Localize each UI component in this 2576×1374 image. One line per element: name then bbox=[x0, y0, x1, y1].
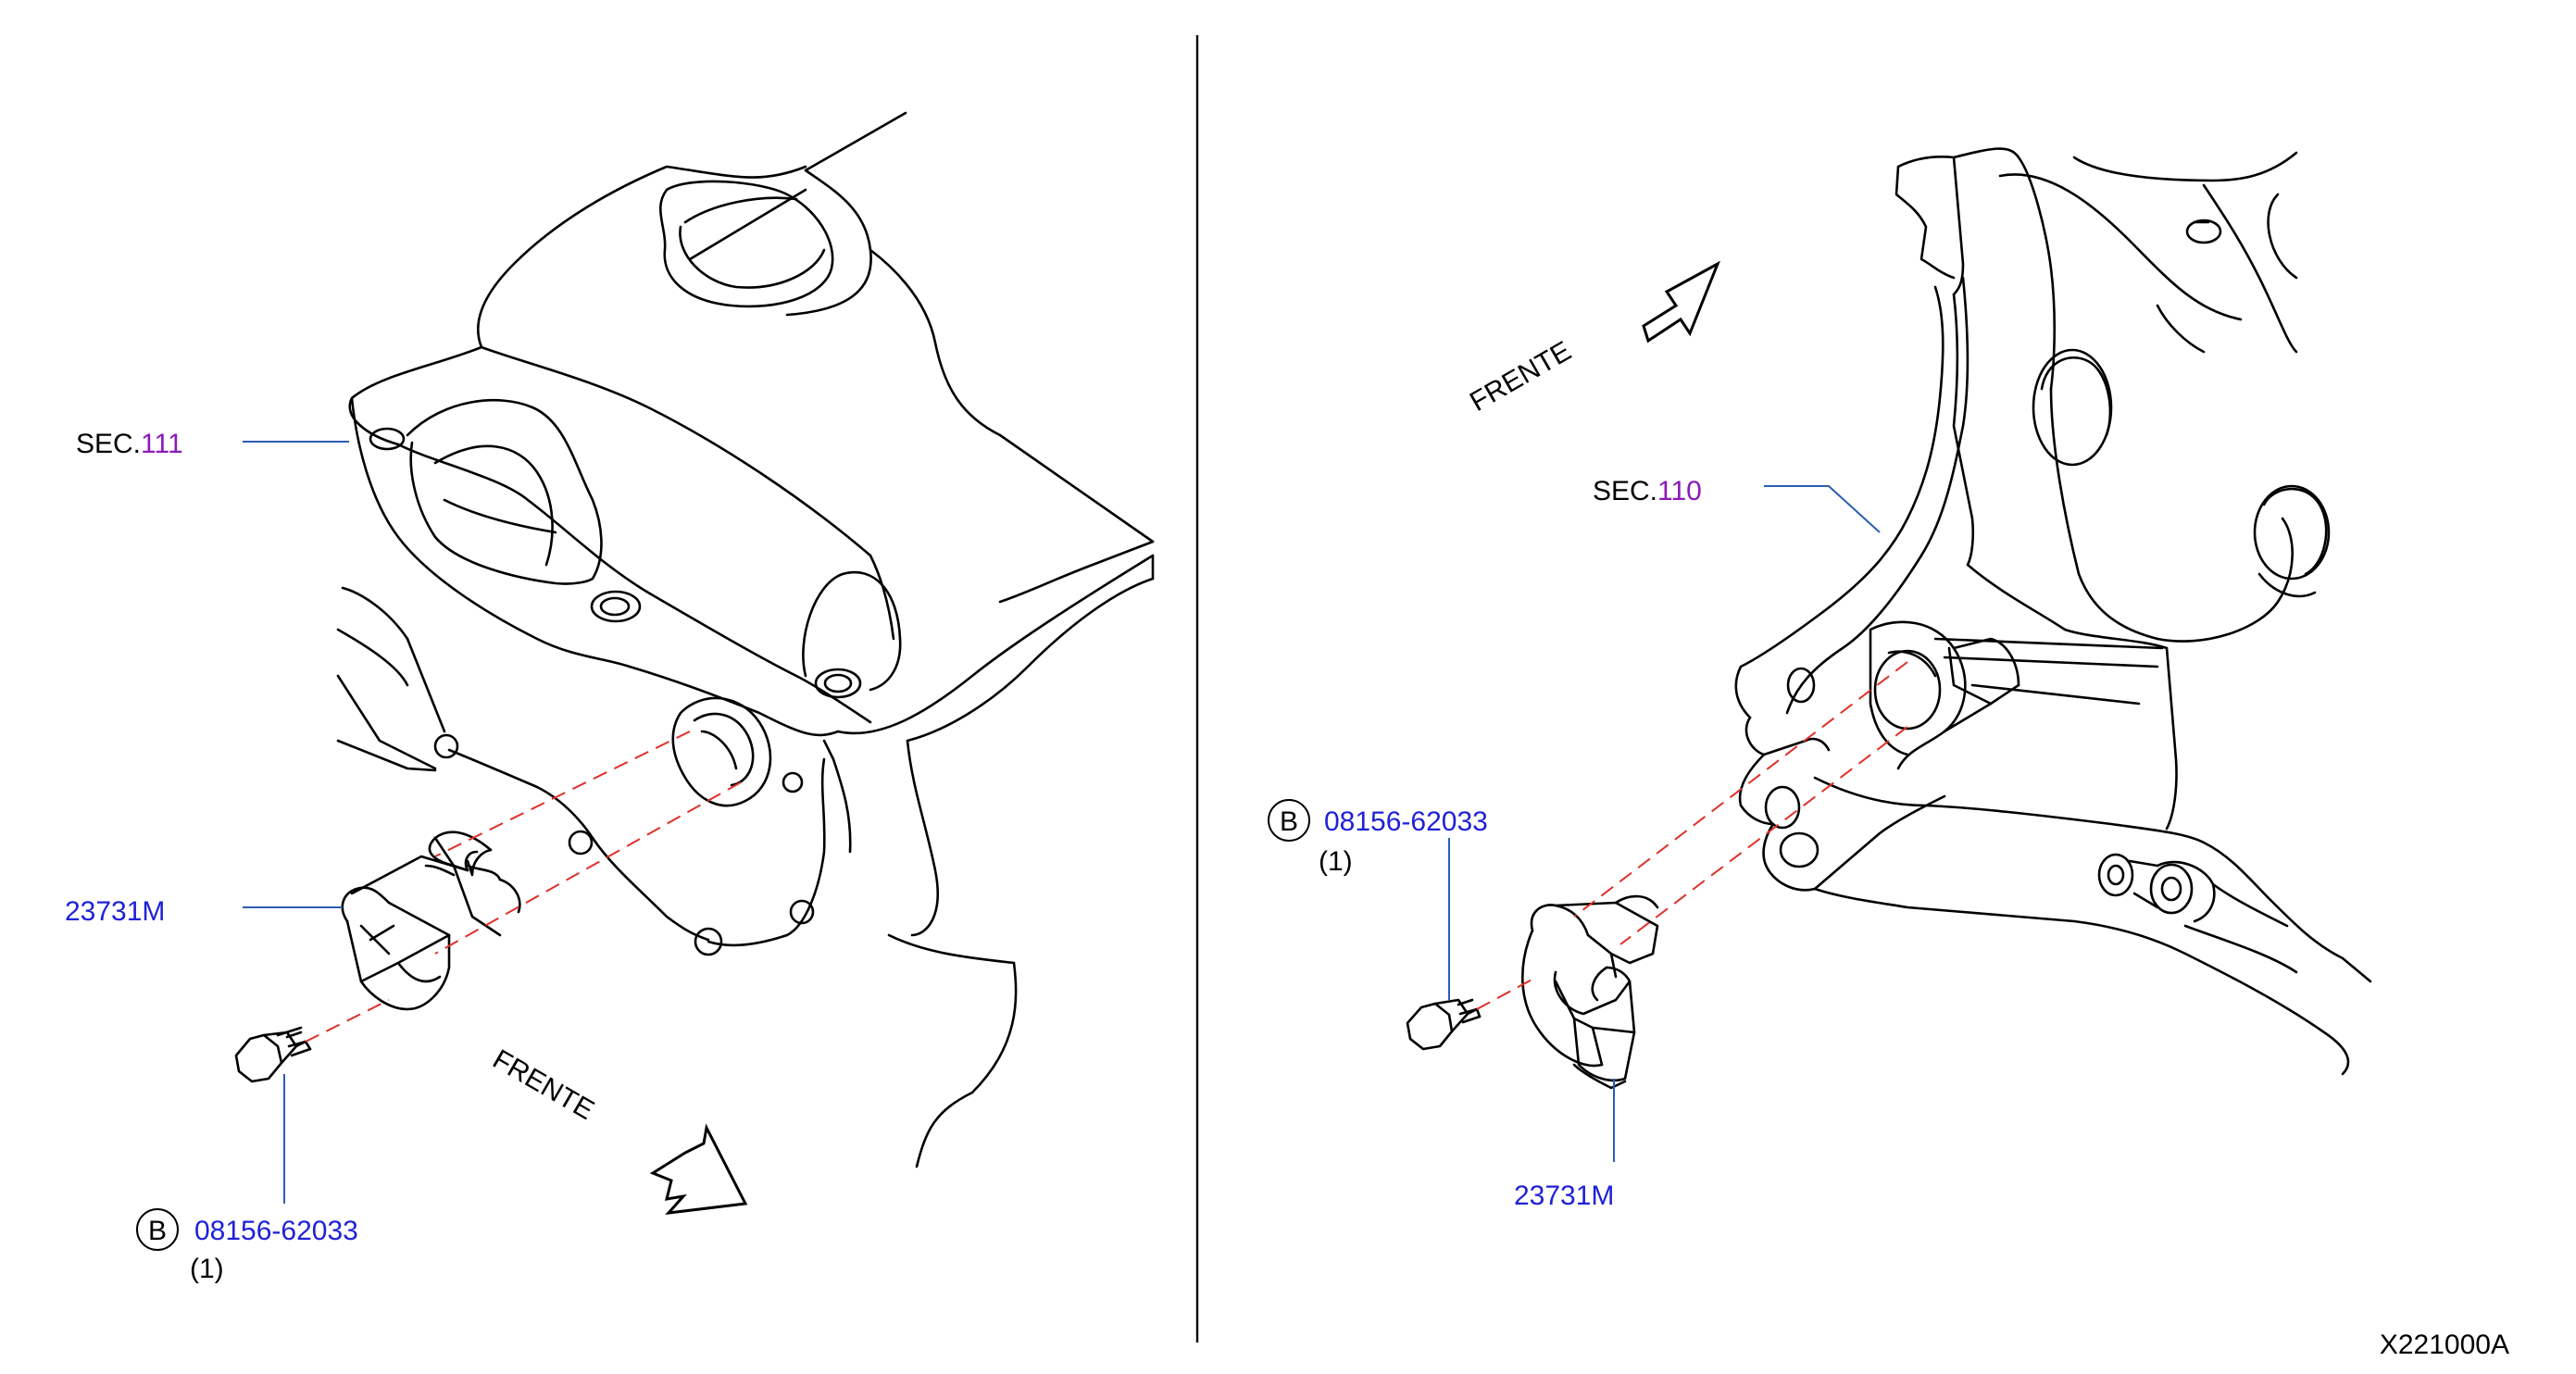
left-camshaft-sensor bbox=[341, 831, 521, 1011]
right-bolt-part-number: 08156-62033 bbox=[1324, 806, 1488, 837]
left-bolt-code-circle bbox=[136, 1208, 179, 1251]
right-sec-leader bbox=[1764, 485, 1881, 533]
right-bolt-quantity: (1) bbox=[1319, 846, 1353, 877]
right-alignment-line-upper bbox=[1573, 661, 1908, 918]
left-sensor-part-number: 23731M bbox=[65, 896, 165, 927]
left-bolt-code: B bbox=[148, 1216, 167, 1246]
right-bolt bbox=[1406, 998, 1482, 1051]
right-engine-block-drawing bbox=[1734, 147, 2372, 1076]
right-alignment-line-bolt bbox=[1476, 976, 1538, 1010]
left-bolt bbox=[234, 1026, 312, 1083]
right-view: SEC.110 B 08156-62033 (1) 23731M FRENTE bbox=[1268, 147, 2372, 1211]
right-camshaft-sensor bbox=[1521, 894, 1659, 1090]
right-front-arrow bbox=[1642, 260, 1720, 344]
right-bolt-code: B bbox=[1280, 806, 1298, 837]
right-bolt-code-circle bbox=[1268, 799, 1310, 842]
left-bolt-part-number: 08156-62033 bbox=[194, 1216, 358, 1246]
left-view: SEC.111 23731M B 08156-62033 (1) FRENTE bbox=[65, 111, 1155, 1284]
right-alignment-line-lower bbox=[1619, 726, 1908, 945]
right-front-label: FRENTE bbox=[1465, 335, 1576, 418]
left-alignment-line-bolt bbox=[305, 999, 390, 1043]
left-front-arrow bbox=[649, 1123, 748, 1215]
left-alignment-line-upper bbox=[434, 731, 691, 857]
left-engine-block-drawing bbox=[336, 111, 1155, 1168]
left-alignment-line-lower bbox=[434, 781, 742, 955]
left-sec-label: SEC.111 bbox=[76, 429, 183, 459]
right-sensor-part-number: 23731M bbox=[1514, 1180, 1614, 1211]
left-bolt-quantity: (1) bbox=[190, 1254, 224, 1284]
diagram-id: X221000A bbox=[2380, 1330, 2509, 1360]
left-front-label: FRENTE bbox=[488, 1043, 599, 1126]
right-sec-label: SEC.110 bbox=[1593, 476, 1702, 506]
